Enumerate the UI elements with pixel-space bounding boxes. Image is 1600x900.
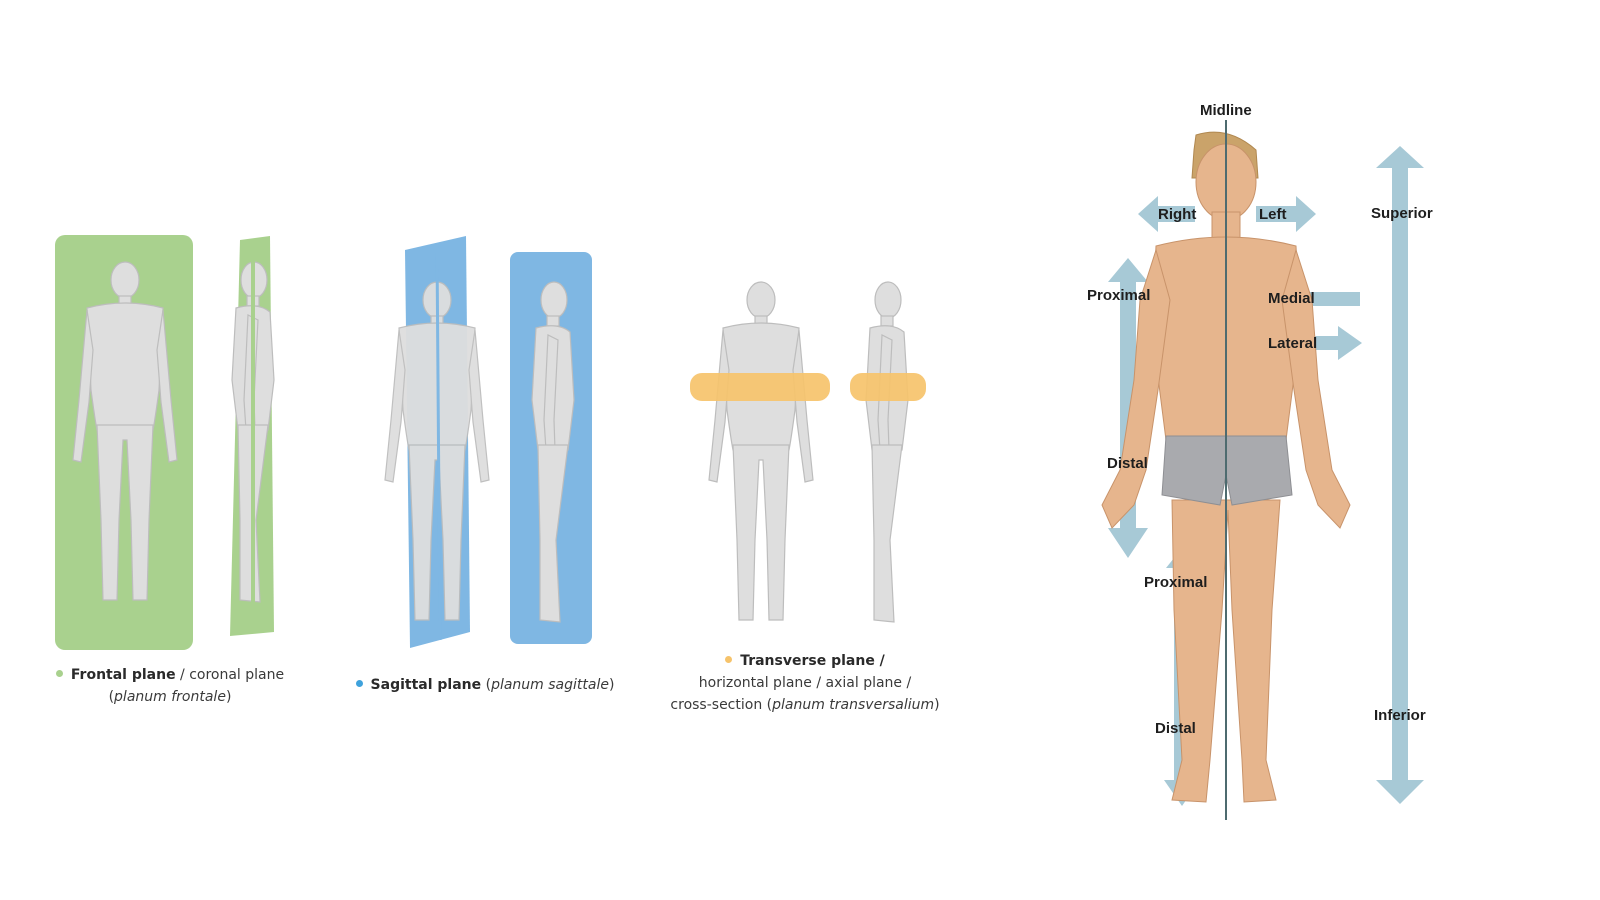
sagittal-color-dot [355,680,363,687]
arm-distal-label: Distal [1107,455,1148,472]
transverse-plane-suffix: ) [934,697,940,713]
sagittal-plane-latin: planum sagittale [491,677,609,693]
inferior-label: Inferior [1374,707,1426,724]
transverse-plane-caption: Transverse plane / horizontal plane / ax… [660,650,950,716]
leg-distal-label: Distal [1155,720,1196,737]
arm-proximal-distal-arrow [1108,258,1148,558]
superior-label: Superior [1371,205,1433,222]
arm-proximal-label: Proximal [1087,287,1151,304]
transverse-color-dot [725,656,733,663]
transverse-plane-side-band [850,373,926,401]
medial-label: Medial [1268,290,1315,307]
sagittal-plane-caption: Sagittal plane (planum sagittale) [345,674,625,696]
superior-inferior-arrow [1376,146,1424,804]
right-label: Right [1158,206,1197,223]
transverse-plane-front-band [690,373,830,401]
transverse-front-figure [708,281,814,621]
lateral-label: Lateral [1268,335,1318,352]
frontal-plane-latin: planum frontale [114,689,226,705]
transverse-plane-latin: planum transversalium [772,697,935,713]
sagittal-plane-line [435,249,442,641]
frontal-plane-alt-name: / coronal plane [175,667,285,683]
transverse-plane-prefix: cross-section ( [670,697,773,713]
right-arrow [1138,196,1195,232]
midline-label: Midline [1200,102,1252,119]
transverse-plane-name: Transverse plane / [740,653,885,669]
left-arrow [1256,196,1316,232]
transverse-side-figure [865,281,909,623]
sagittal-plane-name: Sagittal plane [370,677,482,693]
left-label: Left [1259,206,1287,223]
leg-proximal-label: Proximal [1144,574,1208,591]
frontal-color-dot [55,670,63,677]
frontal-plane-caption: Frontal plane / coronal plane (planum fr… [50,664,290,708]
frontal-plane-name: Frontal plane [70,667,176,683]
transverse-plane-alt-names: horizontal plane / axial plane / [698,675,912,691]
